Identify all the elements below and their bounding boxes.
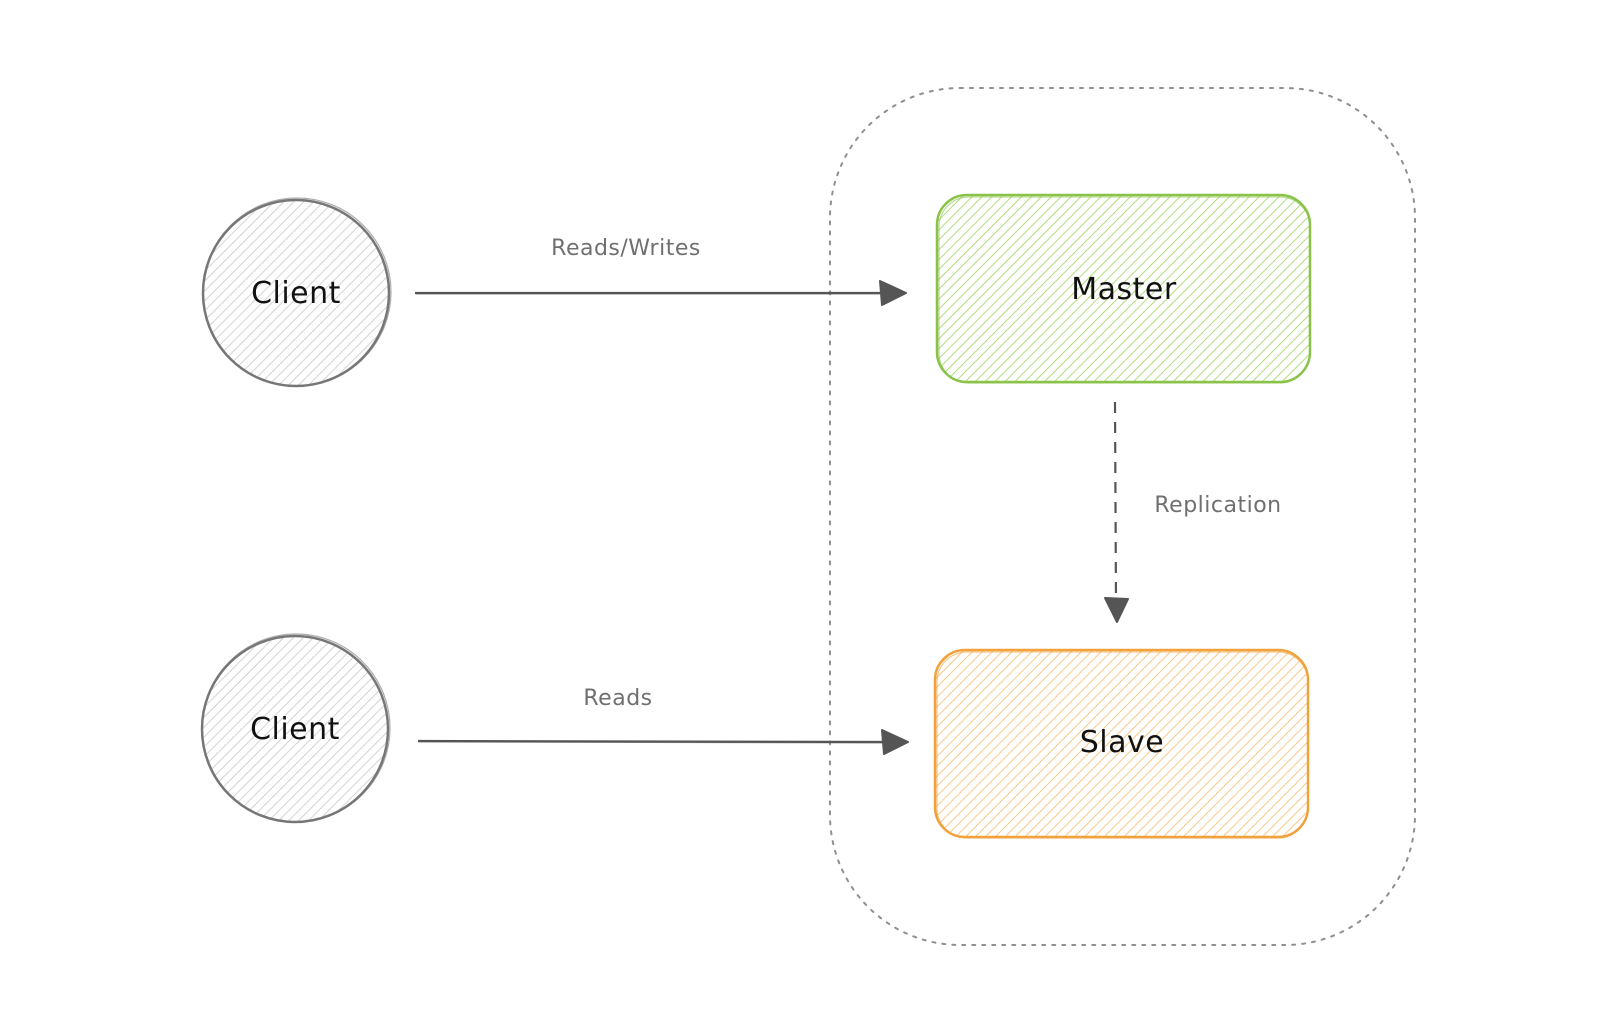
- client-node-bottom[interactable]: Client: [200, 633, 391, 824]
- arrowhead-icon: [1104, 597, 1129, 623]
- reads-writes-label: Reads/Writes: [551, 236, 701, 261]
- reads-writes-arrow: [415, 280, 907, 306]
- reads-label: Reads: [583, 686, 652, 711]
- slave-node[interactable]: Slave: [933, 648, 1310, 839]
- client-bottom-label: Client: [250, 712, 340, 747]
- reads-arrow: [417, 729, 909, 755]
- slave-label: Slave: [1080, 725, 1164, 760]
- client-top-label: Client: [251, 276, 341, 311]
- master-node[interactable]: Master: [935, 193, 1312, 384]
- database-cluster-group: [829, 87, 1416, 946]
- replication-arrow: [1104, 401, 1129, 623]
- arrowhead-icon: [879, 280, 907, 306]
- arrowhead-icon: [881, 729, 909, 755]
- client-node-top[interactable]: Client: [201, 197, 392, 388]
- master-label: Master: [1071, 272, 1177, 307]
- replication-label: Replication: [1154, 493, 1281, 518]
